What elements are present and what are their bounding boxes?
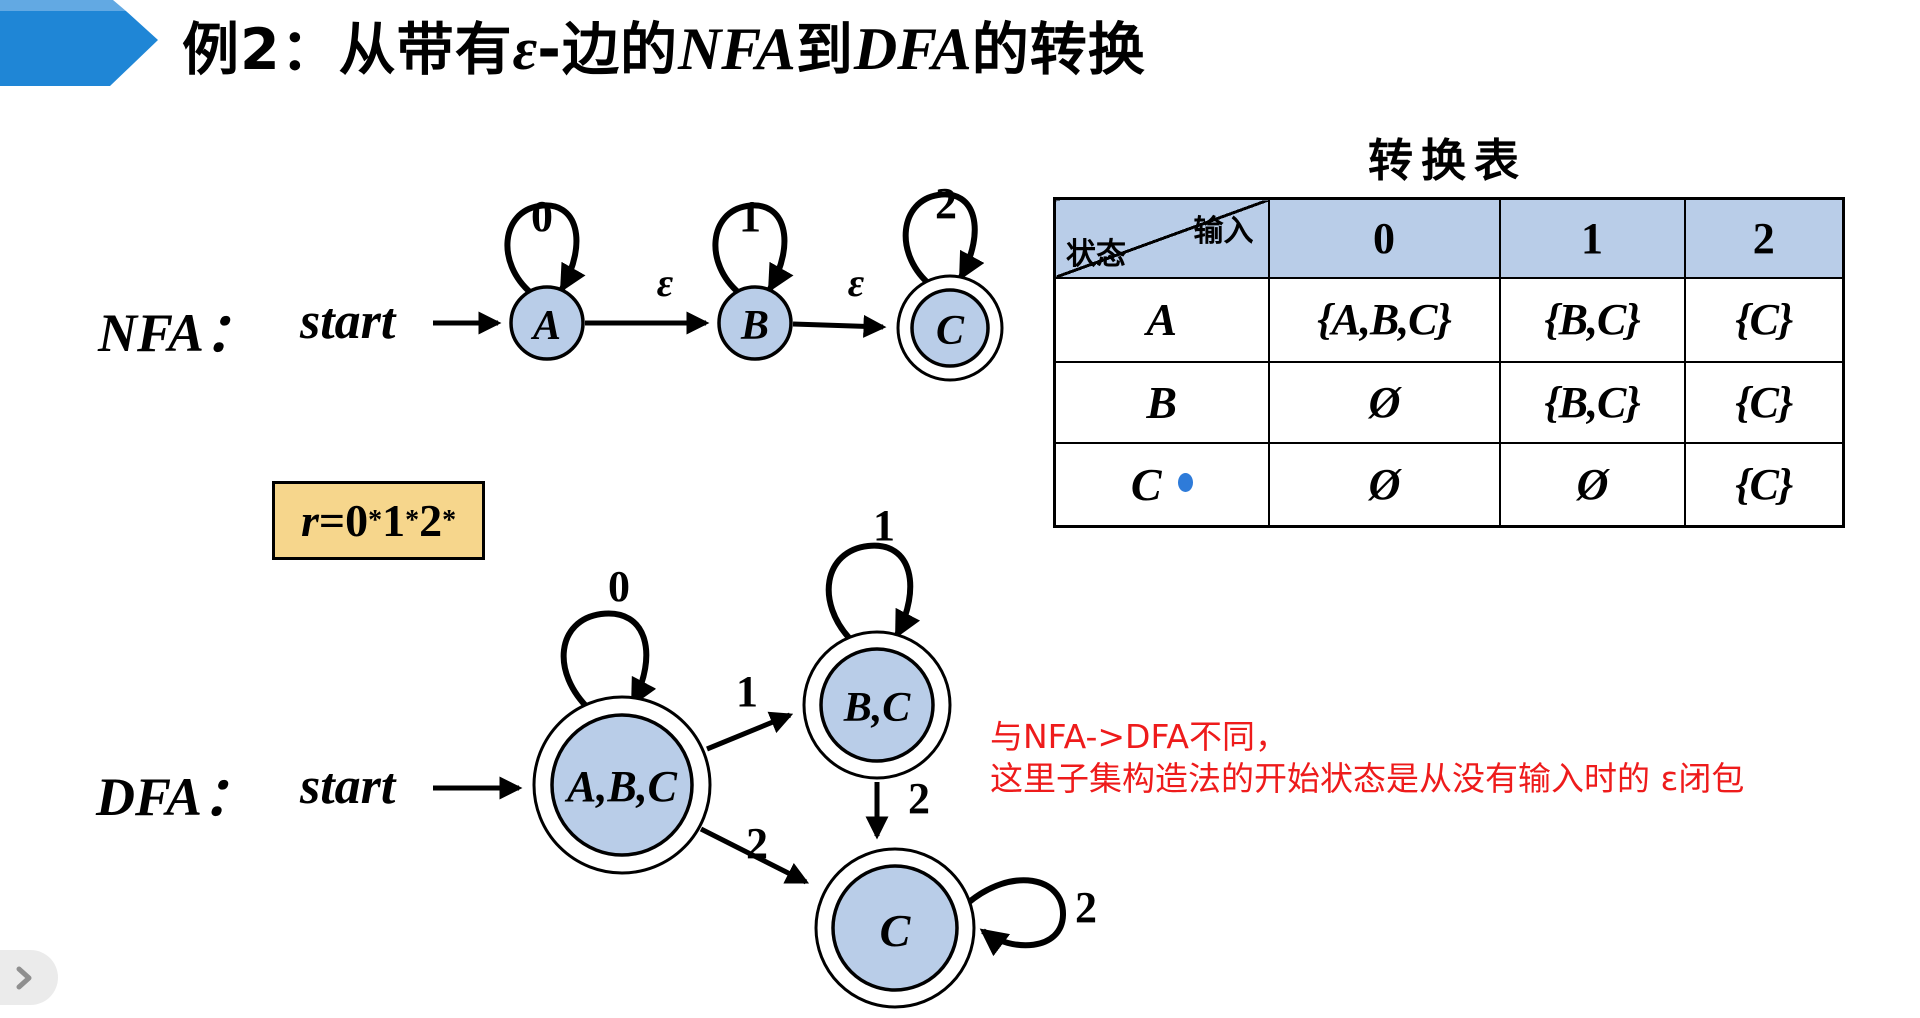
nfa-state-c-label: C xyxy=(936,308,965,354)
annotation-note: 与NFA->DFA不同， 这里子集构造法的开始状态是从没有输入时的 ε闭包 xyxy=(990,716,1900,800)
title-seg-cjk: -边的 xyxy=(537,17,678,83)
title-seg-epsilon: ε xyxy=(512,16,538,82)
dfa-state-c-label: C xyxy=(880,905,912,956)
table-row: B Ø {B,C} {C} xyxy=(1053,360,1845,444)
column-header-2: 2 xyxy=(1683,197,1845,279)
corner-label-state: 状态 xyxy=(1066,236,1126,272)
regex-base-2: 2 xyxy=(419,495,443,546)
dfa-selfloop-label-0: 0 xyxy=(608,562,630,611)
dfa-selfloop-label-2: 2 xyxy=(1075,883,1097,932)
nfa-state-b-label: B xyxy=(740,303,769,349)
dfa-selfloop-label-1: 1 xyxy=(873,501,895,550)
dfa-edge-label-2b: 2 xyxy=(746,819,768,868)
nfa-diagram: 0 1 2 ε ε A B C xyxy=(433,179,1004,382)
regex-box: r=0*1*2* xyxy=(272,481,485,560)
nfa-selfloop-label-1: 1 xyxy=(739,192,761,241)
nfa-state-c-outer xyxy=(896,274,1004,382)
title-arrow-decoration xyxy=(0,0,158,86)
annotation-line-2: 这里子集构造法的开始状态是从没有输入时的 ε闭包 xyxy=(990,759,1745,798)
cell-a-2: {C} xyxy=(1683,276,1845,363)
corner-label-input: 输入 xyxy=(1193,214,1254,249)
dfa-start-label: start xyxy=(300,758,396,815)
row-state-a: A xyxy=(1053,276,1270,363)
column-header-0: 0 xyxy=(1267,197,1501,279)
regex-eq: = xyxy=(318,495,346,546)
table-header-row: 输入 状态 0 1 2 xyxy=(1053,197,1845,279)
transition-table-title: 转换表 xyxy=(1367,134,1527,187)
title-seg-cjk: 例2：从带有 xyxy=(182,17,513,83)
title-arrow-highlight xyxy=(0,0,126,11)
nfa-state-c xyxy=(910,288,990,368)
row-state-c-label: C xyxy=(1130,458,1162,510)
dfa-edge-label-1: 1 xyxy=(736,667,758,716)
dfa-state-abc-selfloop xyxy=(560,610,657,713)
regex-var: r xyxy=(300,495,319,546)
title-seg-nfa: NFA xyxy=(677,16,796,82)
dfa-state-bc-outer xyxy=(802,630,952,780)
dfa-state-abc xyxy=(550,713,694,857)
nfa-state-a-label: A xyxy=(530,303,561,349)
table-row: A {A,B,C} {B,C} {C} xyxy=(1053,276,1845,363)
dfa-edge-label-2a: 2 xyxy=(908,774,930,823)
dfa-state-bc-label: B,C xyxy=(843,685,912,731)
nfa-edge-b-to-c xyxy=(792,314,887,338)
dfa-state-bc xyxy=(819,647,935,763)
column-header-1: 1 xyxy=(1498,197,1686,279)
cell-a-1: {B,C} xyxy=(1498,276,1686,363)
title-arrow-main xyxy=(0,11,158,86)
regex-star-0: * xyxy=(368,504,383,536)
dfa-state-abc-outer xyxy=(532,695,712,875)
row-state-b: B xyxy=(1053,360,1270,444)
dfa-state-c xyxy=(831,864,959,992)
regex-star-2: * xyxy=(442,504,457,536)
dfa-state-abc-label: A,B,C xyxy=(564,762,678,811)
nfa-selfloop-label-0: 0 xyxy=(531,192,553,241)
nfa-state-b xyxy=(717,285,793,361)
nfa-start-label: start xyxy=(300,293,396,350)
nfa-state-b-selfloop xyxy=(712,202,794,296)
dfa-label: DFA： xyxy=(96,767,257,827)
regex-base-0: 0 xyxy=(345,495,369,546)
regex-base-1: 1 xyxy=(382,495,406,546)
nfa-label: NFA： xyxy=(98,303,259,363)
dfa-state-c-outer xyxy=(814,847,976,1009)
dfa-state-bc-selfloop xyxy=(825,542,921,643)
accepting-state-dot xyxy=(1177,472,1193,492)
cell-b-1: {B,C} xyxy=(1498,360,1686,444)
row-state-c: C xyxy=(1053,441,1270,528)
dfa-edge-abc-to-c xyxy=(699,826,810,885)
nfa-state-a-selfloop xyxy=(504,202,586,296)
dfa-state-c-selfloop xyxy=(966,877,1067,957)
title-seg-dfa: DFA xyxy=(853,16,972,82)
nfa-edge-label-epsilon-1: ε xyxy=(657,260,674,305)
cell-b-2: {C} xyxy=(1683,360,1845,444)
dfa-edge-abc-to-bc xyxy=(706,711,794,752)
annotation-line-1: 与NFA->DFA不同， xyxy=(990,717,1288,756)
nfa-state-a xyxy=(509,285,585,361)
cell-c-1: Ø xyxy=(1498,441,1686,528)
cell-c-2: {C} xyxy=(1683,441,1845,528)
nfa-selfloop-label-2: 2 xyxy=(935,179,957,228)
transition-table: 输入 状态 0 1 2 A {A,B,C} {B,C} {C} B Ø {B,C… xyxy=(1053,197,1845,528)
cell-c-0: Ø xyxy=(1267,441,1501,528)
cell-b-0: Ø xyxy=(1267,360,1501,444)
table-corner-cell: 输入 状态 xyxy=(1053,197,1270,279)
nfa-edge-label-epsilon-2: ε xyxy=(848,260,865,305)
title-seg-cjk: 的转换 xyxy=(971,17,1146,83)
title-seg-cjk: 到 xyxy=(795,17,854,83)
nfa-state-c-selfloop xyxy=(902,191,985,286)
table-row: C Ø Ø {C} xyxy=(1053,441,1845,528)
cell-a-0: {A,B,C} xyxy=(1267,276,1501,363)
next-page-button[interactable] xyxy=(0,950,58,1005)
regex-star-1: * xyxy=(405,504,420,536)
chevron-right-icon xyxy=(16,966,32,989)
